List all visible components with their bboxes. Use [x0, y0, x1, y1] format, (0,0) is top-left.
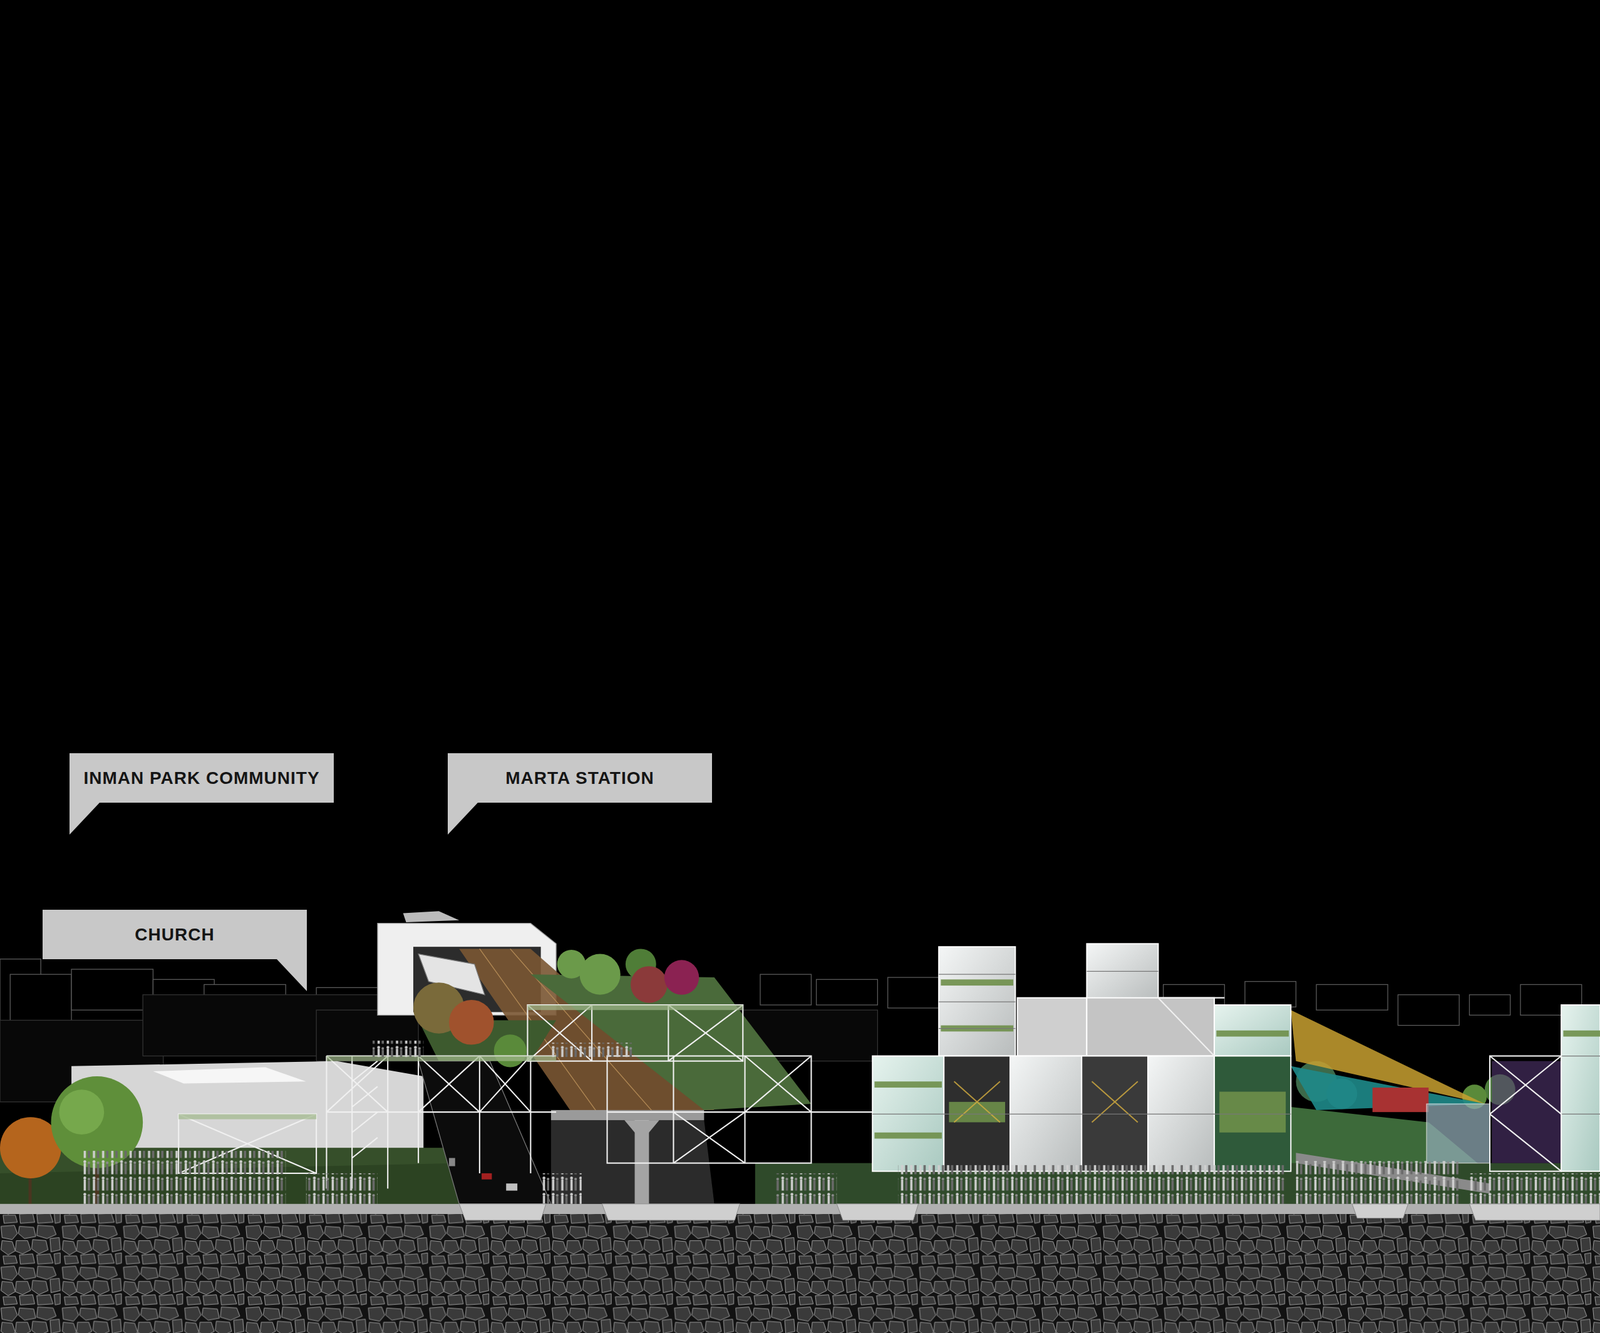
callout-shape: [69, 753, 334, 835]
callout-label: CHURCH: [134, 924, 215, 945]
callout-label: MARTA STATION: [505, 768, 654, 789]
callout-box: CHURCH: [42, 909, 307, 992]
callout-body: CHURCH: [42, 909, 307, 960]
callout-fill: [69, 753, 334, 835]
callout-shape: [42, 909, 307, 992]
callout-shape: [447, 753, 713, 835]
callout-fill: [42, 909, 307, 992]
callout-box: MARTA STATION: [447, 753, 713, 835]
callout-body: MARTA STATION: [447, 753, 713, 803]
callout-fill: [447, 753, 713, 835]
callout-label: INMAN PARK COMMUNITY: [83, 768, 320, 789]
callout-body: INMAN PARK COMMUNITY: [69, 753, 334, 803]
callout-box: INMAN PARK COMMUNITY: [69, 753, 334, 835]
